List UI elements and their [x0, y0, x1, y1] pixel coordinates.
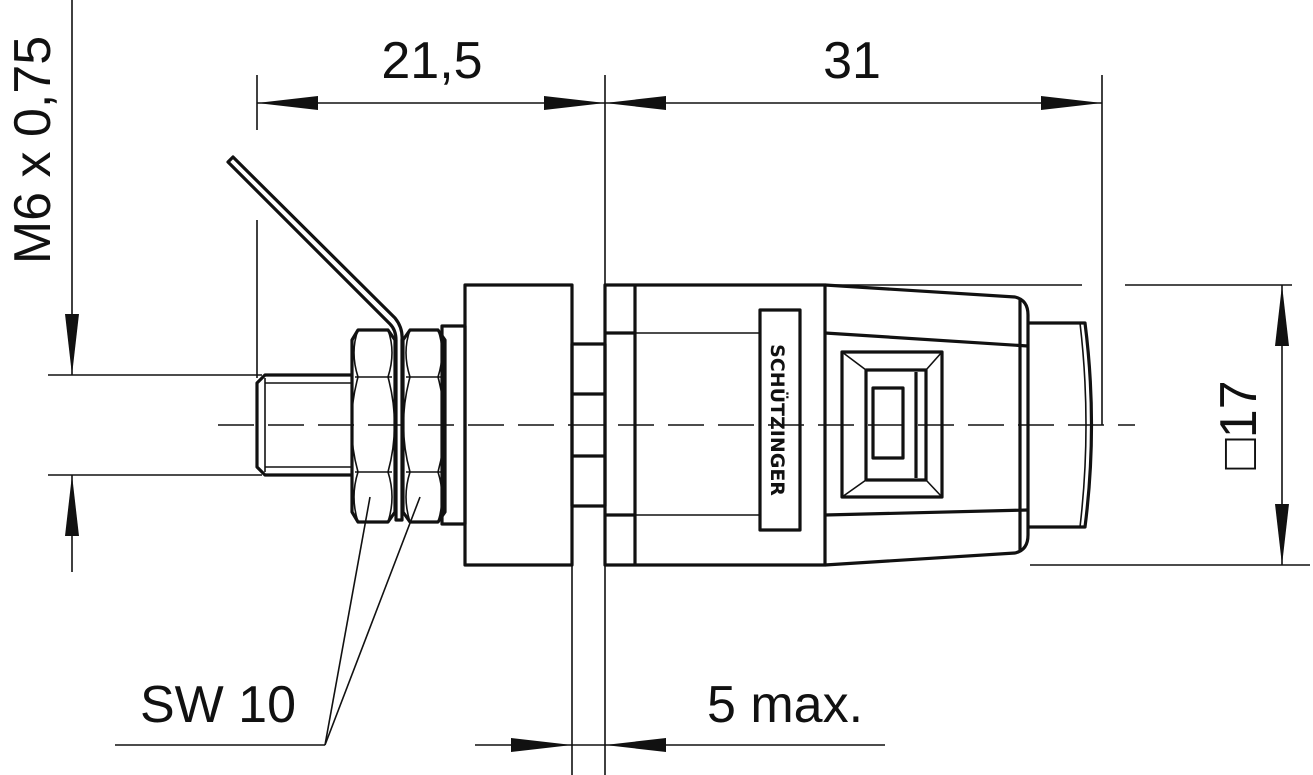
dimension-thread: M6 x 0,75: [4, 0, 262, 572]
dimension-21-5: 21,5: [256, 32, 605, 378]
dimension-5-max: 5 max.: [475, 676, 885, 752]
dimension-label: 5 max.: [707, 676, 863, 734]
solder-lug: [226, 155, 404, 522]
tapered-cap: [824, 283, 1082, 567]
dimension-label: □17: [1210, 380, 1268, 469]
hex-nut-2: [401, 328, 447, 524]
socket-body: [603, 283, 827, 567]
plug-tip: [1028, 321, 1094, 529]
hex-nut-1: [350, 328, 397, 524]
threaded-stud: [255, 373, 352, 477]
wrench-size-callout: SW 10: [115, 496, 421, 746]
dimension-square: □17: [1030, 284, 1310, 566]
logo-text: SCHÜTZINGER: [766, 344, 790, 496]
wrench-size-label: SW 10: [140, 676, 296, 734]
logo-plate: SCHÜTZINGER: [758, 308, 802, 532]
latch-window: [840, 350, 944, 499]
dimension-label: M6 x 0,75: [4, 36, 62, 264]
dimension-label: 21,5: [381, 32, 482, 90]
dimension-label: 31: [823, 32, 881, 90]
